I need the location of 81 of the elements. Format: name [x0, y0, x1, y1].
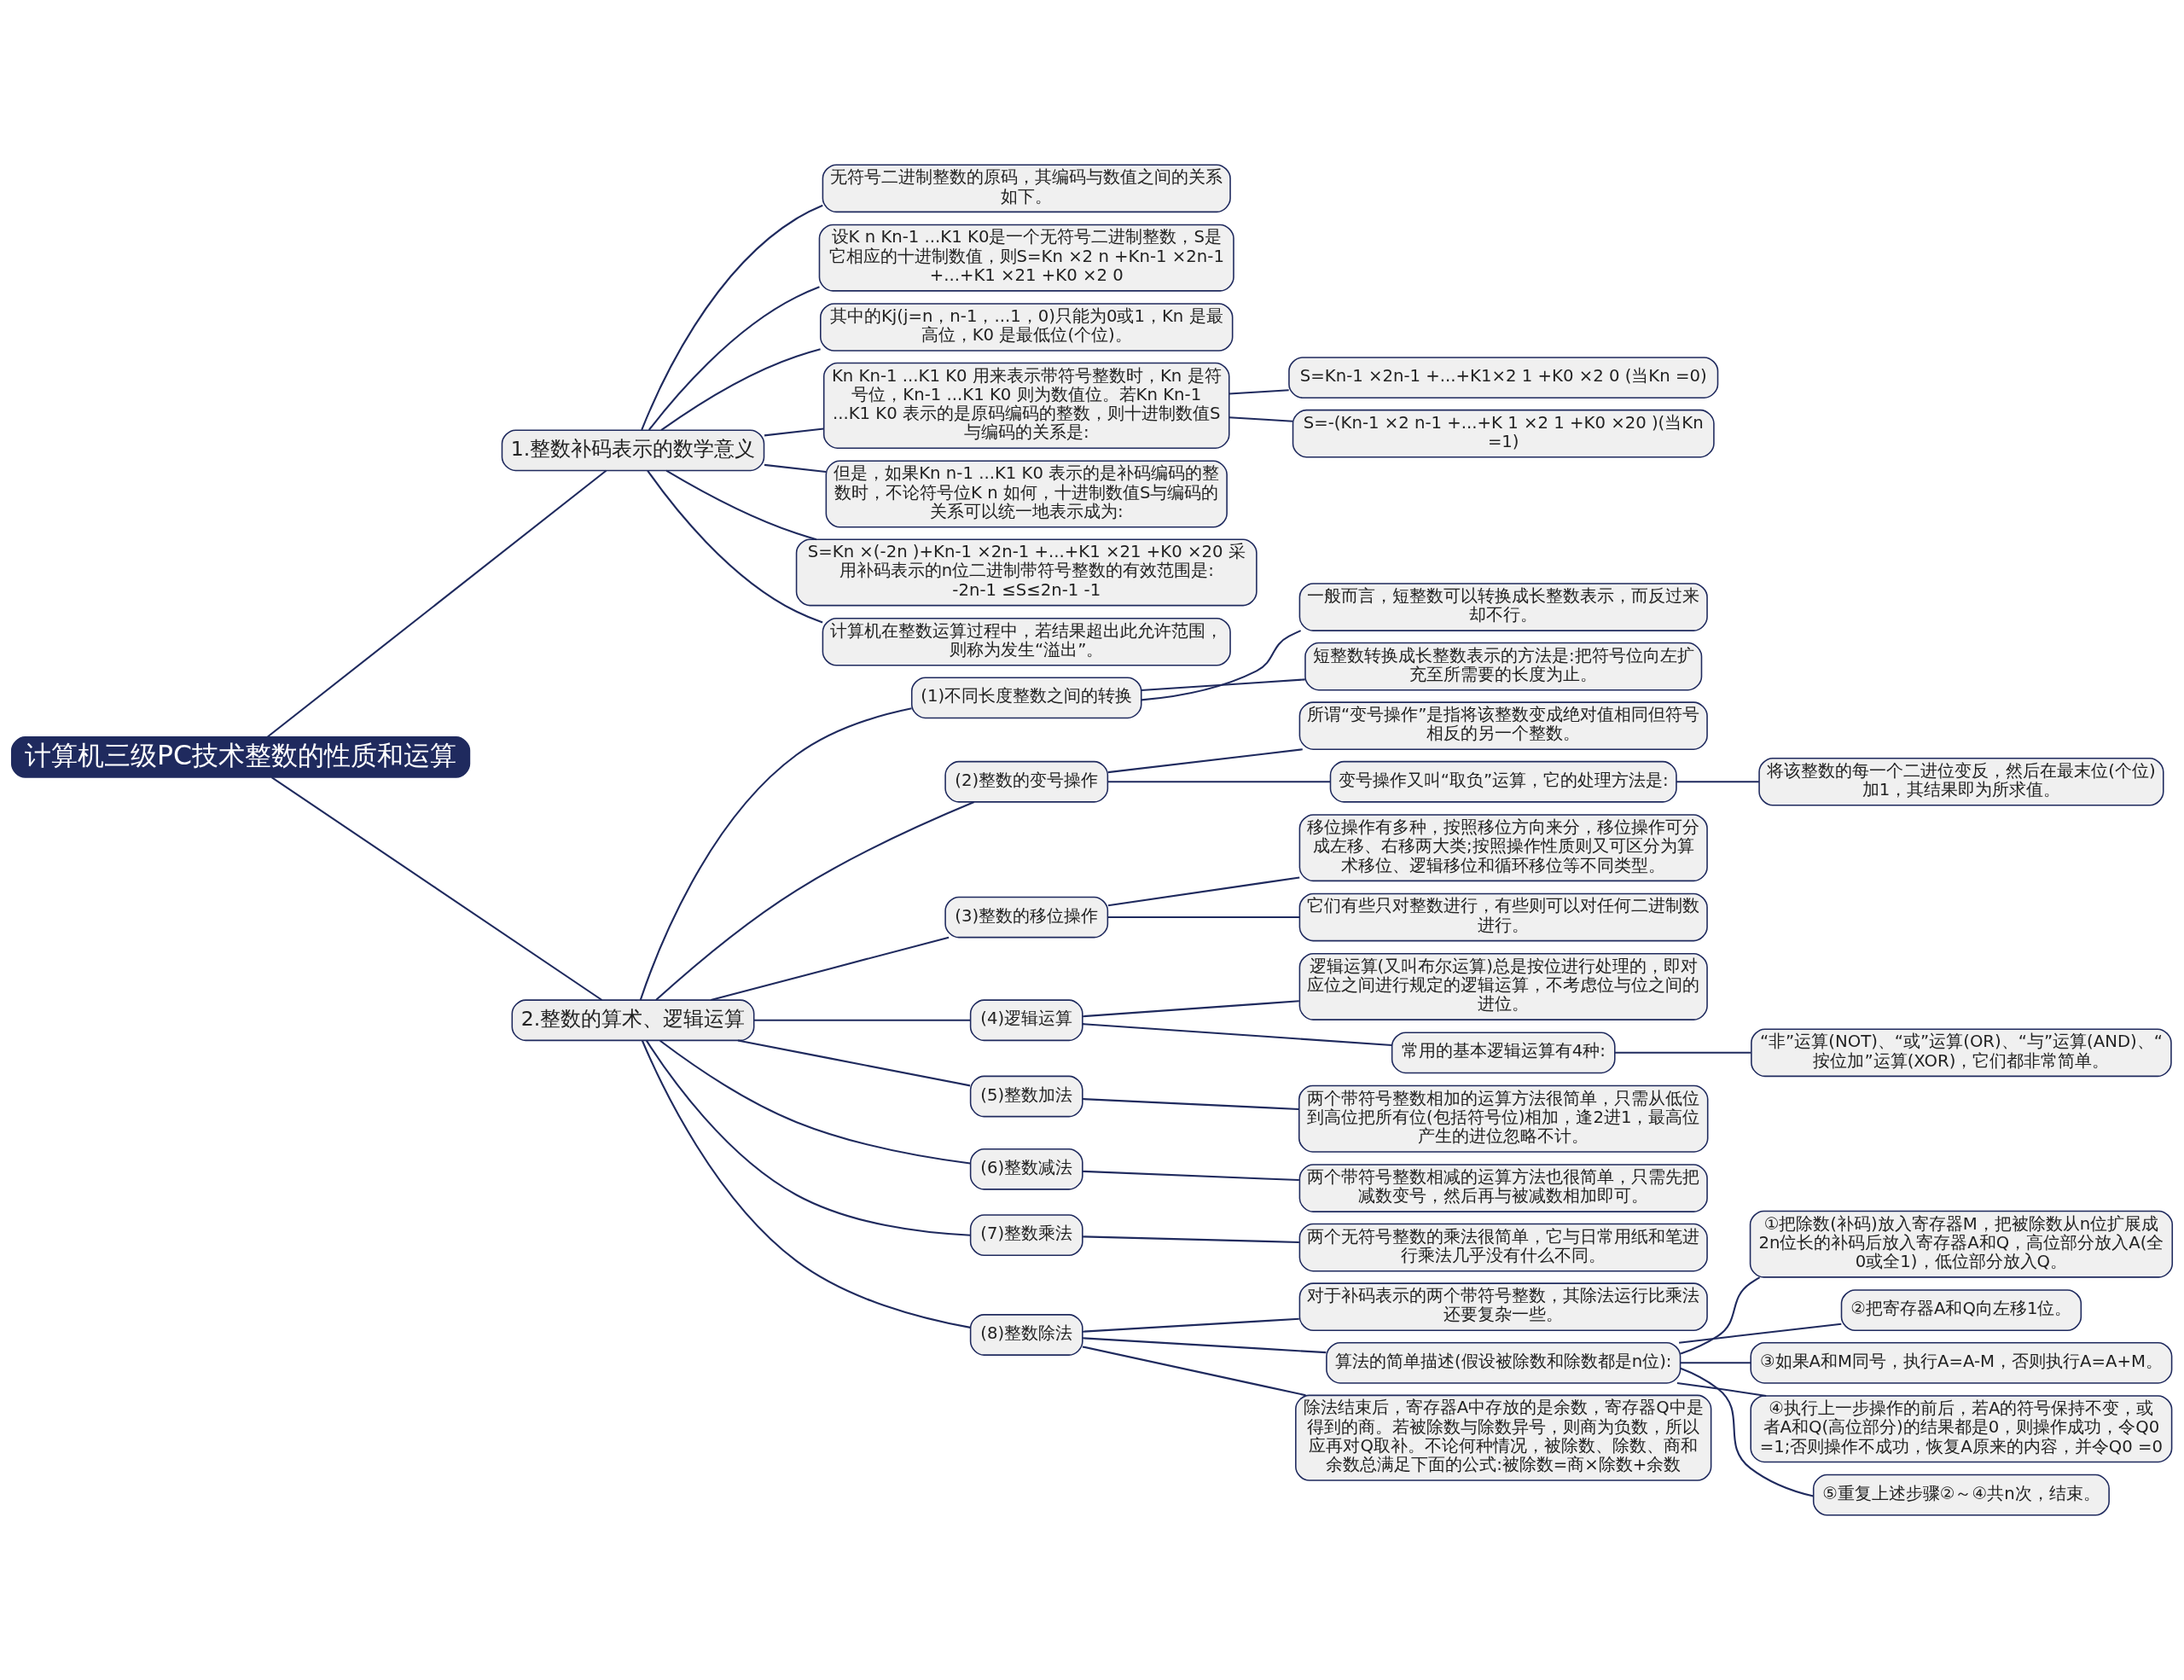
connector [737, 1039, 971, 1087]
connector [1141, 630, 1302, 701]
connector [660, 348, 821, 431]
node-box: 所谓“变号操作”是指将该整数变成绝对值相同但符号相反的另一个整数。 [1298, 701, 1708, 750]
connector [1228, 416, 1293, 422]
connector [1082, 1170, 1299, 1182]
node-box: “非”运算(NOT)、“或”运算(OR)、“与”运算(AND)、“按位加”运算(XOR)，它们都非常简单。 [1751, 1028, 2172, 1078]
connector [1228, 389, 1289, 395]
connector [1082, 1235, 1299, 1243]
connector [1107, 876, 1300, 907]
connector [1680, 1276, 1761, 1355]
connector [1107, 916, 1300, 919]
connector [647, 470, 823, 624]
connector [711, 936, 950, 1002]
connector [641, 204, 823, 431]
connector [665, 469, 817, 541]
connector [659, 1039, 971, 1165]
node-box: (4)逻辑运算 [969, 999, 1083, 1042]
connector [1107, 781, 1331, 783]
connector [1082, 1317, 1299, 1333]
connector [1680, 1367, 1814, 1497]
node-box: 对于补码表示的两个带符号整数，其除法运行比乘法还要复杂一些。 [1298, 1282, 1708, 1332]
node-box: ④执行上一步操作的前后，若A的符号保持不变，或者A和Q(高位部分)的结果都是0，则操作成功，令Q0 =1;否则操作不成功，恢复A原来的内容，并令Q0 =0 [1750, 1395, 2173, 1463]
node-box: S=-(Kn-1 ×2 n-1 +...+K 1 ×2 1 +K0 ×20 )(当Kn =1) [1292, 409, 1715, 458]
node-box: (7)整数乘法 [969, 1214, 1083, 1257]
connector [1141, 678, 1305, 692]
connector [1676, 1381, 1767, 1397]
connector [1679, 1322, 1842, 1344]
connector [1676, 781, 1759, 783]
node-box: S=Kn-1 ×2n-1 +...+K1×2 1 +K0 ×2 0 (当Kn =0) [1288, 357, 1719, 398]
node-box: 1.整数补码表示的数学意义 [501, 429, 765, 472]
node-box: 计算机三级PC技术整数的性质和运算 [10, 736, 471, 778]
node-box: 变号操作又叫“取负”运算，它的处理方法是: [1329, 760, 1677, 803]
node-box: 计算机在整数运算过程中，若结果超出此允许范围，则称为发生“溢出”。 [822, 617, 1231, 666]
node-box: (1)不同长度整数之间的转换 [910, 677, 1142, 719]
node-box: (2)整数的变号操作 [944, 760, 1109, 803]
connector [655, 801, 975, 1001]
connector [1082, 1000, 1299, 1018]
connector [1082, 1337, 1327, 1354]
connector [648, 286, 820, 431]
node-box: 但是，如果Kn n-1 ...K1 K0 表示的是补码编码的整数时，不论符号位K n 如何，十进制数值S与编码的关系可以统一地表示成为: [825, 460, 1228, 528]
connector [1082, 1346, 1306, 1397]
node-box: 其中的Kj(j=n，n-1，...1，0)只能为0或1，Kn 是最高位，K0 是最低位(个位)。 [820, 303, 1234, 352]
connector [1107, 748, 1303, 774]
node-box: 短整数转换成长整数表示的方法是:把符号位向左扩充至所需要的长度为止。 [1304, 642, 1703, 691]
node-box: 常用的基本逻辑运算有4种: [1391, 1032, 1616, 1074]
node-box: 算法的简单描述(假设被除数和除数都是n位): [1326, 1341, 1682, 1384]
connector [1082, 1097, 1299, 1111]
connector [267, 469, 607, 738]
node-box: ③如果A和M同号，执行A=A-M，否则执行A=A+M。 [1750, 1341, 2173, 1384]
node-box: ①把除数(补码)放入寄存器M，把被除数从n位扩展成2n位长的补码后放入寄存器A和Q，高位部分放入A(全0或全1)，低位部分放入Q。 [1749, 1210, 2174, 1278]
node-box: 移位操作有多种，按照移位方向来分，移位操作可分成左移、右移两大类;按照操作性质则又可区分为算术移位、逻辑移位和循环移位等不同类型。 [1298, 814, 1708, 882]
connector [1680, 1362, 1751, 1364]
node-box: 2.整数的算术、逻辑运算 [511, 999, 755, 1042]
node-box: (5)整数加法 [969, 1075, 1083, 1118]
node-box: (3)整数的移位操作 [944, 896, 1109, 939]
node-box: 设K n Kn-1 ...K1 K0是一个无符号二进制整数，S是它相应的十进制数值，则S=Kn ×2 n +Kn-1 ×2n-1 +...+K1 ×21 +K0 ×2 0 [818, 224, 1234, 292]
connector [639, 707, 912, 1001]
node-box: 逻辑运算(又叫布尔运算)总是按位进行处理的，即对应位之间进行规定的逻辑运算，不考虑位与位之间的进位。 [1298, 952, 1708, 1020]
node-box: 将该整数的每一个二进位变反，然后在最末位(个位)加1，其结果即为所求值。 [1758, 757, 2164, 806]
node-box: Kn Kn-1 ...K1 K0 用来表示带符号整数时，Kn 是符号位，Kn-1 ...K1 K0 则为数值位。若Kn Kn-1 ...K1 K0 表示的是原码编码的整数，则十进制数值S与编码的关系是: [822, 362, 1230, 449]
connector [645, 1039, 971, 1236]
connector [754, 1019, 971, 1021]
node-box: (6)整数减法 [969, 1148, 1083, 1190]
node-box: S=Kn ×(-2n )+Kn-1 ×2n-1 +...+K1 ×21 +K0 ×20 采用补码表示的n位二进制带符号整数的有效范围是: -2n-1 ≤S≤2n-1 -1 [795, 538, 1258, 607]
node-box: 两个带符号整数相减的运算方法也很简单，只需先把减数变号，然后再与被减数相加即可。 [1298, 1164, 1708, 1212]
connector [764, 463, 827, 473]
node-box: 无符号二进制整数的原码，其编码与数值之间的关系如下。 [822, 164, 1231, 213]
node-box: 两个带符号整数相加的运算方法很简单，只需从低位到高位把所有位(包括符号位)相加，逢2进1，最高位产生的进位忽略不计。 [1298, 1084, 1709, 1153]
node-box: 它们有些只对整数进行，有些则可以对任何二进制数进行。 [1298, 892, 1708, 942]
node-box: 除法结束后，寄存器A中存放的是余数，寄存器Q中是得到的商。若被除数与除数异号，则商为负数，所以应再对Q取补。不论何种情况，被除数、除数、商和余数总满足下面的公式:被除数=商×除数+余数 [1295, 1394, 1712, 1481]
connector [764, 427, 824, 437]
node-box: 两个无符号整数的乘法很简单，它与日常用纸和笔进行乘法几乎没有什么不同。 [1298, 1223, 1708, 1272]
node-box: (8)整数除法 [969, 1314, 1083, 1356]
node-box: ⑤重复上述步骤②～④共n次，结束。 [1812, 1474, 2110, 1516]
connector [1082, 1023, 1392, 1046]
node-box: ②把寄存器A和Q向左移1位。 [1840, 1289, 2082, 1332]
connector [641, 1040, 971, 1328]
connector [270, 776, 603, 1001]
node-box: 一般而言，短整数可以转换成长整数表示，而反过来却不行。 [1298, 583, 1708, 631]
connector [1614, 1051, 1751, 1054]
